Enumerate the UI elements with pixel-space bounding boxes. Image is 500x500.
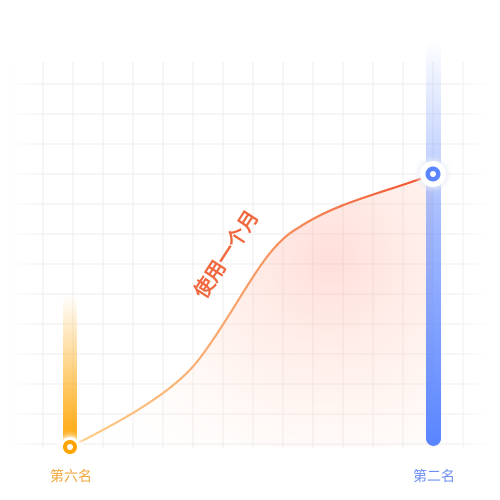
start-point <box>58 435 82 459</box>
end-rank-bar <box>426 40 441 446</box>
start-rank-label: 第六名 <box>50 468 92 485</box>
end-rank-label: 第二名 <box>413 468 455 485</box>
start-rank-bar <box>63 295 77 447</box>
trend-line <box>68 172 435 449</box>
area-fill <box>70 174 433 447</box>
end-point <box>418 159 448 189</box>
